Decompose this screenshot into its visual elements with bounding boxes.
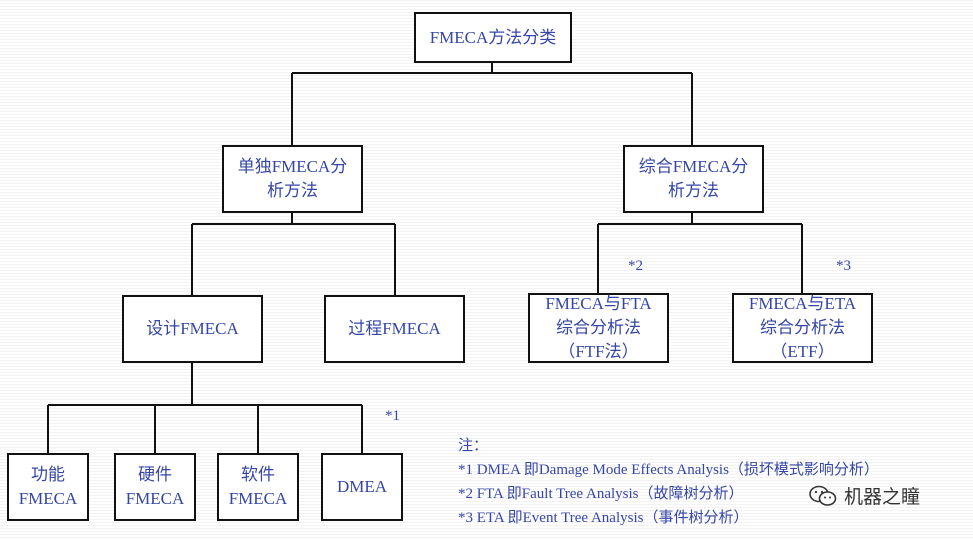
watermark: 机器之瞳	[808, 482, 920, 509]
node-fmeca-classification: FMECA方法分类	[414, 12, 572, 63]
note-item: *2 FTA 即Fault Tree Analysis（故障树分析）	[458, 486, 744, 502]
note-item: *1 DMEA 即Damage Mode Effects Analysis（损坏…	[458, 462, 879, 478]
watermark-text: 机器之瞳	[844, 486, 921, 508]
note-item: *3 ETA 即Event Tree Analysis（事件树分析）	[458, 510, 749, 526]
footnote-mark-3: *3	[836, 258, 851, 274]
node-process-fmeca: 过程FMECA	[324, 295, 465, 363]
footnote-mark-1: *1	[385, 408, 400, 424]
node-single-fmeca: 单独FMECA分析方法	[222, 145, 363, 213]
node-design-fmeca: 设计FMECA	[122, 295, 263, 363]
footnote-mark-2: *2	[628, 258, 643, 274]
footnotes: 注： *1 DMEA 即Damage Mode Effects Analysis…	[458, 434, 879, 530]
node-dmea: DMEA	[321, 453, 403, 521]
notes-title: 注：	[458, 438, 489, 454]
wechat-icon	[809, 485, 837, 506]
node-combined-fmeca: 综合FMECA分析方法	[623, 145, 764, 213]
